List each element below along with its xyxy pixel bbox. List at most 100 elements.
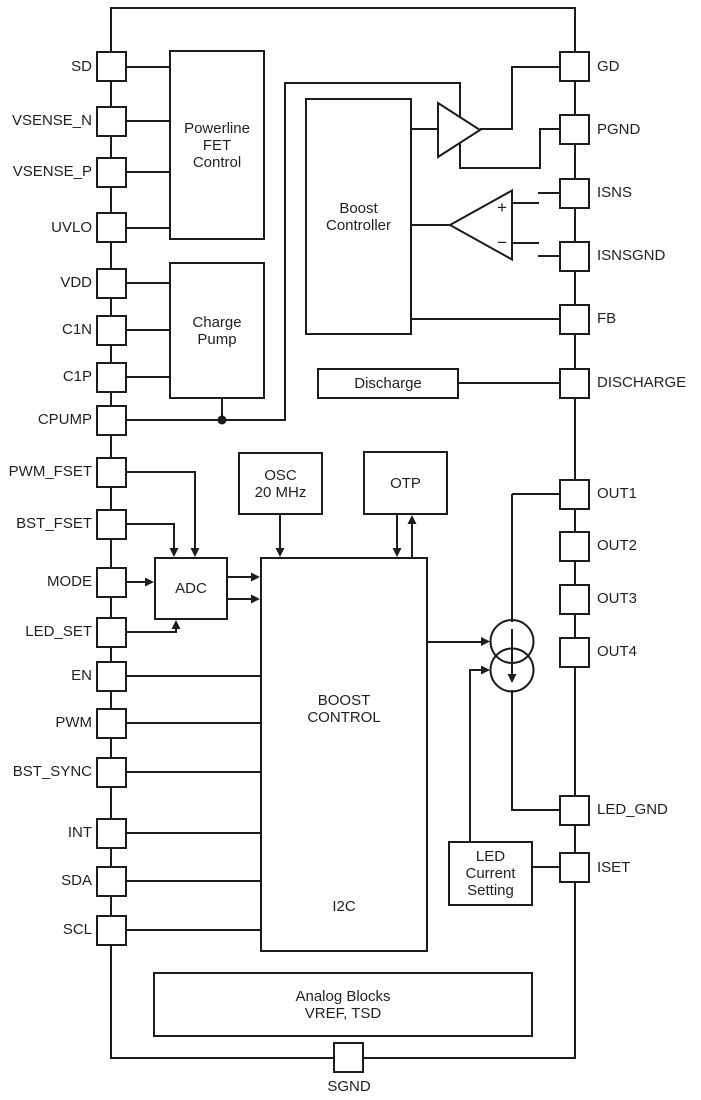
wire-h bbox=[538, 192, 559, 194]
pin-iset-box bbox=[559, 852, 590, 883]
pin-c1n-label: C1N bbox=[61, 321, 92, 338]
wire-v bbox=[511, 690, 513, 811]
pin-pwm-label: PWM bbox=[55, 714, 92, 731]
block-outline-boost-control-i2c bbox=[260, 557, 428, 952]
pin-led-gnd-box bbox=[559, 794, 590, 826]
wire-h bbox=[459, 167, 541, 169]
block-analog-blocks-text: Analog Blocks VREF, TSD bbox=[295, 987, 391, 1022]
wire-h bbox=[127, 832, 260, 834]
pin-uvlo-label: UVLO bbox=[51, 218, 92, 236]
wire-h bbox=[127, 581, 147, 583]
pin-out2-label: OUT2 bbox=[597, 537, 638, 554]
wire-h bbox=[511, 65, 559, 68]
wire-h bbox=[228, 598, 252, 600]
pin-isns-label: ISNS bbox=[597, 184, 633, 201]
block-adc-text: ADC bbox=[175, 580, 207, 597]
wire-h bbox=[127, 771, 260, 773]
pin-mode-label: MODE bbox=[47, 573, 92, 590]
pin-cpump-label: CPUMP bbox=[37, 411, 92, 428]
wire-h bbox=[412, 224, 450, 226]
wire-h bbox=[512, 493, 559, 495]
pin-gd-box bbox=[559, 51, 590, 82]
pin-iset-label: ISET bbox=[597, 858, 631, 876]
block-i2c-label-text: I2C bbox=[332, 897, 356, 915]
wire-h bbox=[127, 523, 175, 525]
pin-pgnd-label: PGND bbox=[597, 120, 641, 138]
wire-h bbox=[470, 669, 482, 671]
pin-led-set-label: LED_SET bbox=[25, 623, 92, 640]
wire-h bbox=[127, 675, 260, 677]
wire-h bbox=[127, 419, 286, 421]
block-otp: OTP bbox=[363, 451, 448, 515]
wire-h bbox=[284, 82, 461, 84]
wire-v bbox=[511, 65, 513, 130]
pin-out2-box bbox=[559, 530, 590, 562]
wire-v bbox=[411, 523, 413, 558]
wire-h bbox=[480, 128, 513, 130]
pin-sgnd-box bbox=[333, 1042, 364, 1073]
pin-pwm-fset-label: PWM_FSET bbox=[8, 463, 92, 480]
wire-h bbox=[412, 318, 559, 320]
pin-bst-sync-box bbox=[96, 756, 127, 788]
block-led-current-setting-text: LED Current Setting bbox=[465, 848, 516, 899]
pin-gd-label: GD bbox=[597, 57, 620, 75]
block-powerline-fet-control-text: Powerline FET Control bbox=[184, 119, 250, 171]
pin-vsense-p-box bbox=[96, 156, 127, 188]
pin-sgnd-label: SGND bbox=[327, 1078, 371, 1095]
pin-pwm-fset-box bbox=[96, 456, 127, 488]
wire-h bbox=[127, 631, 177, 633]
wire-v bbox=[173, 524, 175, 550]
pin-mode-box bbox=[96, 566, 127, 598]
wire-h bbox=[127, 929, 260, 931]
pin-sd-label: SD bbox=[71, 57, 92, 75]
pin-out4-label: OUT4 bbox=[597, 643, 638, 660]
pin-vsense-n-label: VSENSE_N bbox=[11, 112, 92, 129]
pin-vsense-p-label: VSENSE_P bbox=[12, 163, 92, 180]
block-osc-text: OSC 20 MHz bbox=[254, 466, 307, 501]
wire-v bbox=[458, 140, 461, 169]
pin-out4-box bbox=[559, 636, 590, 668]
wire-h bbox=[538, 255, 559, 257]
block-i2c-label: I2C bbox=[260, 860, 428, 952]
block-led-current-setting: LED Current Setting bbox=[448, 841, 533, 906]
pin-fb-label: FB bbox=[597, 310, 617, 327]
pin-led-gnd-label: LED_GND bbox=[597, 801, 668, 818]
block-adc: ADC bbox=[154, 557, 228, 620]
wire-v bbox=[175, 626, 177, 633]
pin-en-box bbox=[96, 660, 127, 692]
pin-scl-box bbox=[96, 914, 127, 946]
pin-uvlo-box bbox=[96, 212, 127, 243]
block-boost-control-label: BOOST CONTROL bbox=[260, 557, 428, 860]
wire-h bbox=[127, 171, 169, 173]
wire-v bbox=[221, 399, 223, 421]
wire-v bbox=[194, 472, 196, 550]
block-discharge: Discharge bbox=[317, 368, 459, 399]
wire-h bbox=[127, 226, 169, 229]
pin-pwm-box bbox=[96, 707, 127, 739]
pin-pgnd-box bbox=[559, 114, 590, 145]
pin-out1-label: OUT1 bbox=[597, 485, 638, 502]
pin-sd-box bbox=[96, 51, 127, 82]
pin-c1p-box bbox=[96, 361, 127, 393]
pin-vdd-box bbox=[96, 267, 127, 299]
wire-v bbox=[459, 82, 461, 122]
pin-bst-fset-label: BST_FSET bbox=[16, 515, 92, 532]
pin-scl-label: SCL bbox=[62, 921, 92, 938]
wire-h bbox=[228, 576, 252, 578]
pin-cpump-box bbox=[96, 404, 127, 436]
pin-out1-box bbox=[559, 478, 590, 510]
wire-h bbox=[127, 376, 169, 378]
wire-h bbox=[127, 120, 169, 122]
block-analog-blocks: Analog Blocks VREF, TSD bbox=[153, 972, 533, 1037]
pin-sda-box bbox=[96, 865, 127, 897]
wire-v bbox=[469, 669, 471, 842]
pin-vsense-n-box bbox=[96, 105, 127, 137]
wire-h bbox=[127, 329, 169, 331]
pin-discharge-box bbox=[559, 367, 590, 399]
wire-h bbox=[511, 809, 559, 811]
wire-h bbox=[512, 242, 539, 244]
wire-h bbox=[412, 128, 438, 130]
wire-h bbox=[127, 65, 169, 68]
block-powerline-fet-control: Powerline FET Control bbox=[169, 50, 265, 240]
